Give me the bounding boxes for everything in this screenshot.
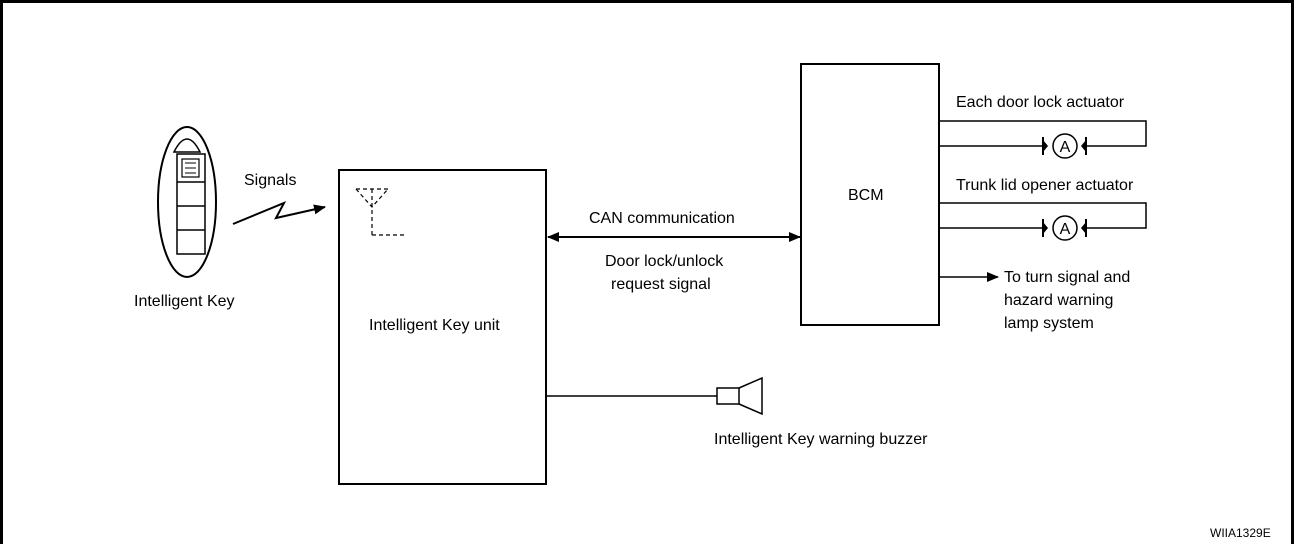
turn-signal-label-line2: hazard warning <box>1004 292 1113 309</box>
trunk-motor-symbol: A <box>1060 221 1071 238</box>
door-motor-symbol: A <box>1060 139 1071 156</box>
door-request-label-line2: request signal <box>611 276 711 293</box>
buzzer-label: Intelligent Key warning buzzer <box>714 431 928 448</box>
signals-label: Signals <box>244 172 296 189</box>
door-lock-motor-icon <box>1042 133 1087 159</box>
bcm-label: BCM <box>848 187 884 204</box>
door-request-label-line1: Door lock/unlock <box>605 253 724 270</box>
intelligent-key-label: Intelligent Key <box>134 293 235 310</box>
trunk-lid-actuator-label: Trunk lid opener actuator <box>956 177 1134 194</box>
bcm-box <box>800 63 940 326</box>
trunk-lid-motor-icon <box>1042 215 1087 241</box>
buzzer-speaker-icon <box>716 376 763 416</box>
intelligent-key-unit-box <box>338 169 547 485</box>
intelligent-key-fob-icon <box>157 126 217 278</box>
figure-code: WIIA1329E <box>1210 526 1271 540</box>
antenna-icon <box>355 188 406 236</box>
turn-signal-label-line1: To turn signal and <box>1004 269 1130 286</box>
door-actuator-wire <box>939 120 1147 147</box>
turn-signal-label-line3: lamp system <box>1004 315 1094 332</box>
intelligent-key-unit-label: Intelligent Key unit <box>369 317 500 334</box>
can-communication-label: CAN communication <box>589 210 735 227</box>
wireless-signal-icon <box>232 201 326 225</box>
door-lock-actuator-label: Each door lock actuator <box>956 94 1125 111</box>
trunk-actuator-wire <box>939 202 1147 229</box>
